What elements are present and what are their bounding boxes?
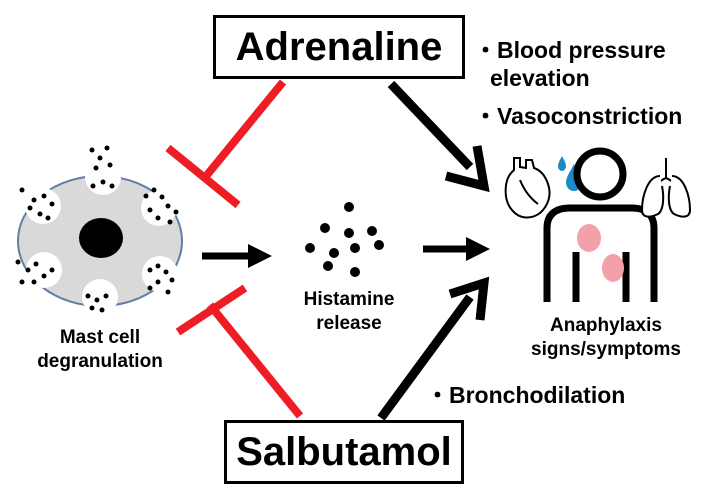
effect-blood-pressure-line1: ・Blood pressure: [474, 37, 666, 63]
adrenaline-label: Adrenaline: [235, 24, 443, 69]
adrenaline-inhibition-line: [165, 79, 287, 209]
effect-bronchodilation: ・Bronchodilation: [426, 382, 626, 408]
salbutamol-box: Salbutamol: [224, 420, 464, 484]
mast-cell-label-line2: degranulation: [37, 351, 163, 372]
mast-cell-label-line1: Mast cell: [59, 327, 141, 348]
anaphylaxis-label: Anaphylaxis signs/symptoms: [516, 314, 696, 362]
arrow-histamine-to-anaphylaxis: [423, 237, 490, 261]
histamine-label: Histamine release: [279, 288, 419, 336]
histamine-label-line1: Histamine: [303, 289, 395, 310]
adrenaline-activation-arrow: [387, 80, 490, 193]
mast-cell-icon: [15, 145, 183, 315]
salbutamol-inhibition-line: [175, 284, 304, 419]
effect-blood-pressure: ・Blood pressure elevation: [474, 36, 666, 92]
effect-vasoconstriction: ・Vasoconstriction: [474, 103, 683, 129]
heart-icon: [504, 157, 551, 219]
salbutamol-activation-arrow: [377, 276, 490, 421]
histamine-label-line2: release: [316, 313, 382, 334]
histamine-dots-icon: [305, 202, 384, 277]
lungs-icon: [640, 158, 692, 218]
mast-cell-label: Mast cell degranulation: [10, 326, 190, 374]
adrenaline-box: Adrenaline: [213, 15, 465, 79]
anaphylaxis-label-line2: signs/symptoms: [531, 339, 681, 360]
anaphylaxis-label-line1: Anaphylaxis: [550, 315, 662, 336]
person-icon: [543, 147, 658, 302]
arrow-mast-to-histamine: [202, 244, 272, 268]
effect-blood-pressure-line2: elevation: [490, 65, 590, 91]
salbutamol-label: Salbutamol: [236, 429, 452, 474]
